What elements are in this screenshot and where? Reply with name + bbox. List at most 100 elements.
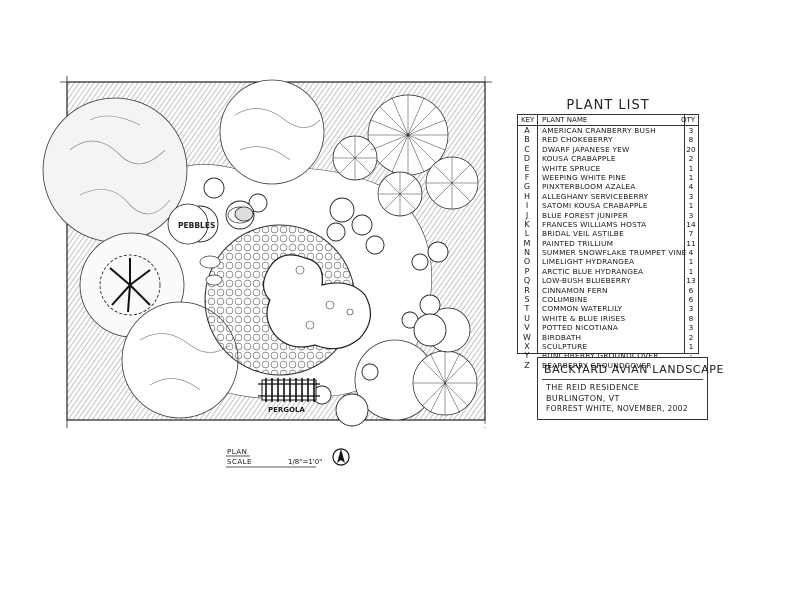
residence-name: THE REID RESIDENCE [546,383,640,392]
plant-qty: 1 [688,201,694,211]
plant-name: BEARBERRY GROUNDCOVER [542,360,652,370]
plant-qty: - [689,351,693,361]
plant-key: G [523,182,531,192]
deciduous-tree-canopies [42,79,436,421]
pergola [258,378,320,402]
plant-key: Y [524,351,530,361]
plant-row: Z BEARBERRY GROUNDCOVER - [518,361,698,370]
plant-key: I [525,201,529,211]
plant-key: N [524,248,530,258]
plant-qty: 3 [688,323,694,333]
plant-name: KOUSA CRABAPPLE [542,154,616,164]
plant-name: LIMELIGHT HYDRANGEA [542,257,635,267]
plant-qty: 3 [688,210,694,220]
location: BURLINGTON, VT [546,394,620,403]
plant-qty: 13 [686,276,696,286]
plant-name: LOW-BUSH BLUEBERRY [542,276,631,286]
plant-key: A [524,126,530,135]
plant-qty: 1 [688,257,694,267]
plant-name: AMERICAN CRANBERRY BUSH [542,126,656,135]
plant-key: X [524,341,530,351]
plant-name: PAINTED TRILLIUM [542,238,614,248]
plant-name: WEEPING WHITE PINE [542,172,626,182]
plant-name: POTTED NICOTIANA [542,323,619,333]
plant-row: V POTTED NICOTIANA 3 [518,323,698,332]
plan-label: PLAN [227,448,248,456]
plant-key: Q [523,276,531,286]
plant-key: O [523,257,531,267]
plant-key: R [524,285,530,295]
project-title: BACKYARD AVIAN LANDSCAPE [544,363,724,376]
plant-key: V [524,323,530,333]
plant-key: S [524,295,530,305]
plant-key: W [523,332,531,342]
plant-qty: 1 [688,266,694,276]
plant-qty: 1 [688,172,694,182]
plant-name: SCULPTURE [542,341,588,351]
plant-qty: 8 [688,313,694,323]
plant-qty: 4 [688,182,694,192]
scale-label: SCALE [227,458,252,466]
plant-key: Z [524,360,530,370]
name-column-header: PLANT NAME [542,116,588,124]
pebbles-label: PEBBLES [178,221,215,230]
specimen-tree [99,254,161,316]
scale-value: 1/8"=1'0" [288,458,323,466]
plant-qty: 8 [688,135,694,145]
title-divider [542,379,703,380]
plant-name: COMMON WATERLILY [542,304,623,314]
designer-and-date: FORREST WHITE, NOVEMBER, 2002 [546,404,688,413]
canopy-texture [69,108,321,391]
plant-list-title: PLANT LIST [566,98,650,113]
plant-name: PINXTERBLOOM AZALEA [542,182,636,192]
plant-name: BUNCHBERRY GROUNDCOVER [542,351,659,361]
plant-name: RED CHOKEBERRY [542,135,613,145]
plant-row: O LIMELIGHT HYDRANGEA 1 [518,257,698,266]
plant-row: Q LOW-BUSH BLUEBERRY 13 [518,276,698,285]
plant-qty: 2 [688,154,694,164]
plant-key: K [524,219,530,229]
plant-key: J [525,210,529,220]
scale-rules [226,455,316,468]
north-arrow-icon [332,448,350,466]
key-column-header: KEY [521,116,535,124]
plant-row: J BLUE FOREST JUNIPER 3 [518,211,698,220]
plant-name: ALLEGHANY SERVICEBERRY [542,191,649,201]
plant-row: I SATOMI KOUSA CRABAPPLE 1 [518,201,698,210]
plant-name: WHITE & BLUE IRISES [542,313,626,323]
pebble-feature [167,203,254,245]
column-divider [684,115,685,353]
plant-key: C [524,144,530,154]
plant-row: D KOUSA CRABAPPLE 2 [518,154,698,163]
plant-key: U [524,313,530,323]
waterlilies [295,265,354,330]
qty-column-header: QTY [680,116,695,124]
plant-key: H [523,191,530,201]
plant-qty: 4 [688,248,694,258]
plant-key: M [523,238,531,248]
plant-qty: 2 [688,332,694,342]
plant-key: T [524,304,530,314]
plant-qty: - [689,360,693,370]
plant-name: COLUMBINE [542,295,588,305]
conifer-spokes [333,95,478,415]
plant-key: D [523,154,531,164]
plant-key: P [524,266,530,276]
pergola-label: PERGOLA [268,406,305,414]
plant-name: SATOMI KOUSA CRABAPPLE [542,201,648,211]
column-divider [537,115,538,353]
plant-key: L [524,229,530,239]
plant-name: BLUE FOREST JUNIPER [542,210,629,220]
